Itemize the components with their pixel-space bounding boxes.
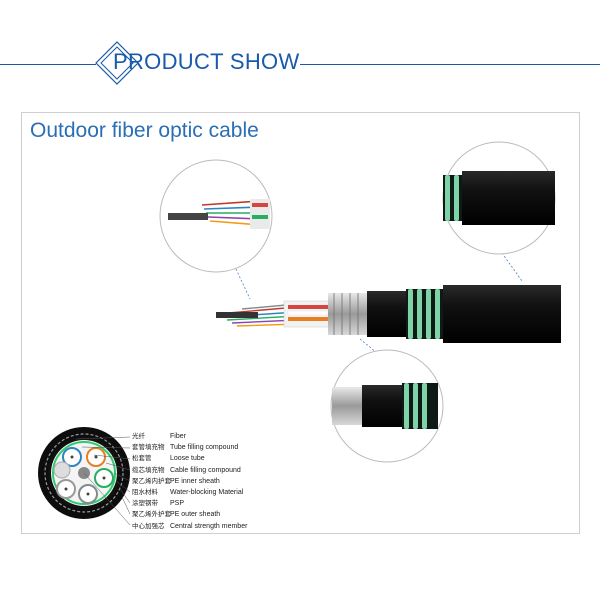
diamond-icon (94, 40, 140, 86)
product-panel: Outdoor fiber optic cable (21, 112, 580, 534)
product-title: Outdoor fiber optic cable (30, 119, 259, 142)
magnifier-armor-detail (330, 349, 444, 463)
section-title: PRODUCT SHOW (113, 49, 300, 74)
magnifier-fiber-detail (159, 159, 273, 273)
section-header: PRODUCT SHOW (0, 30, 600, 96)
cable-illustration (38, 141, 561, 526)
magnifier-sheath-detail (442, 141, 556, 255)
header-rule-left (0, 64, 96, 65)
main-cable (216, 285, 561, 343)
cable-cross-section (38, 427, 131, 526)
header-rule-right (300, 64, 600, 65)
